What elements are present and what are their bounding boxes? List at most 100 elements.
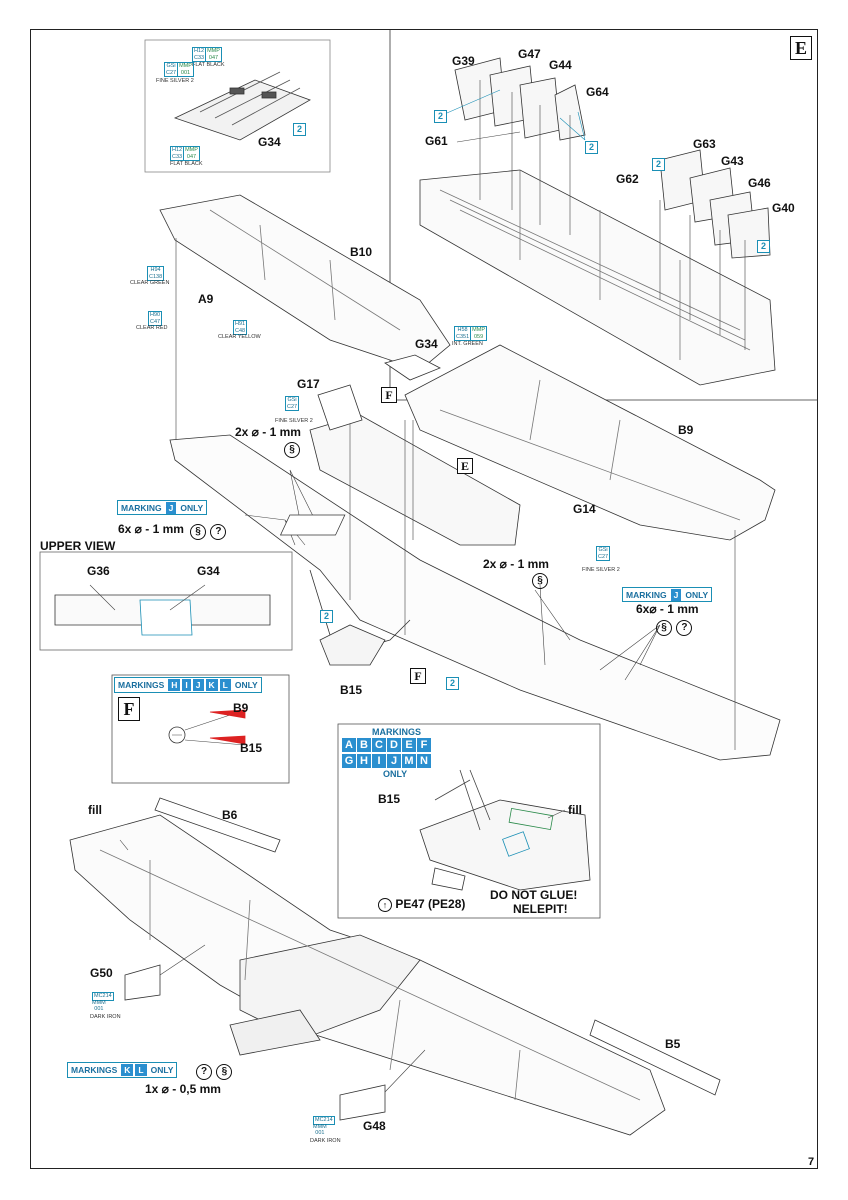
label-g61: G61 — [425, 134, 448, 148]
label-fill-inset: fill — [568, 803, 582, 817]
question-icon: ? — [210, 524, 227, 540]
label-g48: G48 — [363, 1119, 386, 1133]
label-b5: B5 — [665, 1037, 681, 1051]
paint-code2-g48: MMM 001 — [313, 1124, 327, 1136]
paint-name-clear-green: CLEAR GREEN — [130, 280, 170, 286]
label-g40: G40 — [772, 201, 795, 215]
drill-note-lower: 1x ⌀ - 0,5 mm — [145, 1082, 221, 1096]
drill-and-help-icons: § ? — [190, 521, 227, 540]
paint-name-dark-iron-g48: DARK IRON — [310, 1138, 341, 1144]
paint-name-fine-silver: FINE SILVER 2 — [275, 418, 313, 424]
paint-name-mid: FINE SILVER 2 — [156, 78, 194, 84]
label-fill: fill — [88, 803, 102, 817]
section-f-box: F — [381, 387, 397, 403]
wing-b9-shape — [404, 344, 776, 541]
pe-note: ↑ PE47 (PE28) — [378, 897, 465, 912]
part-box-2: 2 — [757, 240, 770, 253]
wing-b10-shape — [159, 194, 451, 371]
page-frame — [30, 29, 818, 1169]
paint-code-clear-red: H90 C47 — [148, 311, 163, 326]
label-b9-f: B9 — [233, 701, 249, 715]
question-icon: ? — [676, 620, 693, 636]
label-a9: A9 — [198, 292, 214, 306]
markings-inset-frame — [337, 723, 601, 919]
label-g34-inset: G34 — [258, 135, 281, 149]
warning-do-not-glue: DO NOT GLUE! — [490, 888, 578, 902]
label-g39: G39 — [452, 54, 475, 68]
label-b9: B9 — [678, 423, 694, 437]
label-g17: G17 — [297, 377, 320, 391]
paint-code-dark-iron-g48: MC214 — [313, 1116, 335, 1125]
paint-code-clear-green: H94 C138 — [147, 266, 165, 281]
drill-icon: § — [216, 1064, 233, 1080]
paint-name-int-green: INT. GREEN — [452, 341, 483, 347]
label-g47: G47 — [518, 47, 541, 61]
help-and-drill-icons: ? § — [196, 1061, 233, 1080]
page-number: 7 — [808, 1156, 815, 1168]
label-g34-upper-view: G34 — [197, 564, 220, 578]
paint-name-bot: FLAT BLACK — [170, 161, 203, 167]
warning-nelepit: NELEPIT! — [513, 902, 568, 916]
label-b10: B10 — [350, 245, 373, 259]
upper-view-frame — [39, 551, 293, 651]
markings-inset-only: ONLY — [383, 769, 408, 779]
label-g34: G34 — [415, 337, 438, 351]
upper-view-title: UPPER VIEW — [40, 539, 116, 553]
drill-and-help-icons: § ? — [656, 617, 693, 636]
part-box-2: 2 — [434, 110, 447, 123]
paint-code-mid: GSi C27 MMP 001 — [164, 62, 194, 77]
drill-icon: § — [656, 620, 672, 636]
paint-code-fine-silver-g14: GSi C27 — [596, 546, 611, 561]
part-box-2: 2 — [320, 610, 333, 623]
top-left-inset-frame — [144, 39, 331, 173]
part-box-2: 2 — [293, 123, 306, 136]
label-b15: B15 — [340, 683, 363, 697]
question-icon: ? — [196, 1064, 212, 1080]
paint-code-bot: H12 C33 MMP 047 — [170, 146, 200, 161]
drill-icon: § — [190, 524, 206, 540]
paint-code-dark-iron-g50: MC214 — [92, 992, 114, 1001]
paint-name-clear-red: CLEAR RED — [136, 325, 168, 331]
paint-code2-g50: MMM 001 — [92, 1000, 106, 1012]
arrow-up-icon: ↑ — [378, 898, 392, 912]
label-g14: G14 — [573, 502, 596, 516]
label-g36: G36 — [87, 564, 110, 578]
label-b6: B6 — [222, 808, 238, 822]
drill-note-2x-right: 2x ⌀ - 1 mm — [483, 557, 549, 571]
part-box-2: 2 — [446, 677, 459, 690]
section-f-box: F — [410, 668, 426, 684]
markings-kl: MARKINGS K L ONLY — [67, 1062, 178, 1078]
paint-code-int-green: H58 C351 MMP 059 — [454, 326, 487, 341]
paint-name-clear-yellow: CLEAR YELLOW — [218, 334, 261, 340]
paint-code-top: H12 C33 MMP 047 — [192, 47, 222, 62]
paint-code-clear-yellow: H91 C48 — [233, 320, 248, 335]
label-g63: G63 — [693, 137, 716, 151]
section-f-box-large: F — [118, 697, 140, 721]
section-e-box: E — [457, 458, 473, 474]
markings-f-header: MARKINGS H I J K L ONLY — [114, 677, 262, 693]
label-g46: G46 — [748, 176, 771, 190]
paint-code-fine-silver: GSi C27 — [285, 396, 300, 411]
label-b15-f: B15 — [240, 741, 263, 755]
markings-inset-title: MARKINGS — [372, 727, 421, 737]
label-g64: G64 — [586, 85, 609, 99]
paint-name-fine-silver-g14: FINE SILVER 2 — [582, 567, 620, 573]
label-g62: G62 — [616, 172, 639, 186]
label-g43: G43 — [721, 154, 744, 168]
drill-icon: § — [532, 573, 548, 589]
part-box-2: 2 — [585, 141, 598, 154]
drill-note-6x-right: 6x⌀ - 1 mm — [636, 602, 699, 616]
part-box-2: 2 — [652, 158, 665, 171]
label-g50: G50 — [90, 966, 113, 980]
section-e-box: E — [790, 36, 812, 60]
drill-note-2x-left: 2x ⌀ - 1 mm — [235, 425, 301, 439]
drill-icon: § — [284, 442, 300, 458]
paint-name-top: FLAT BLACK — [192, 62, 225, 68]
label-g44: G44 — [549, 58, 572, 72]
drill-note-6x-left: 6x ⌀ - 1 mm — [118, 522, 184, 536]
